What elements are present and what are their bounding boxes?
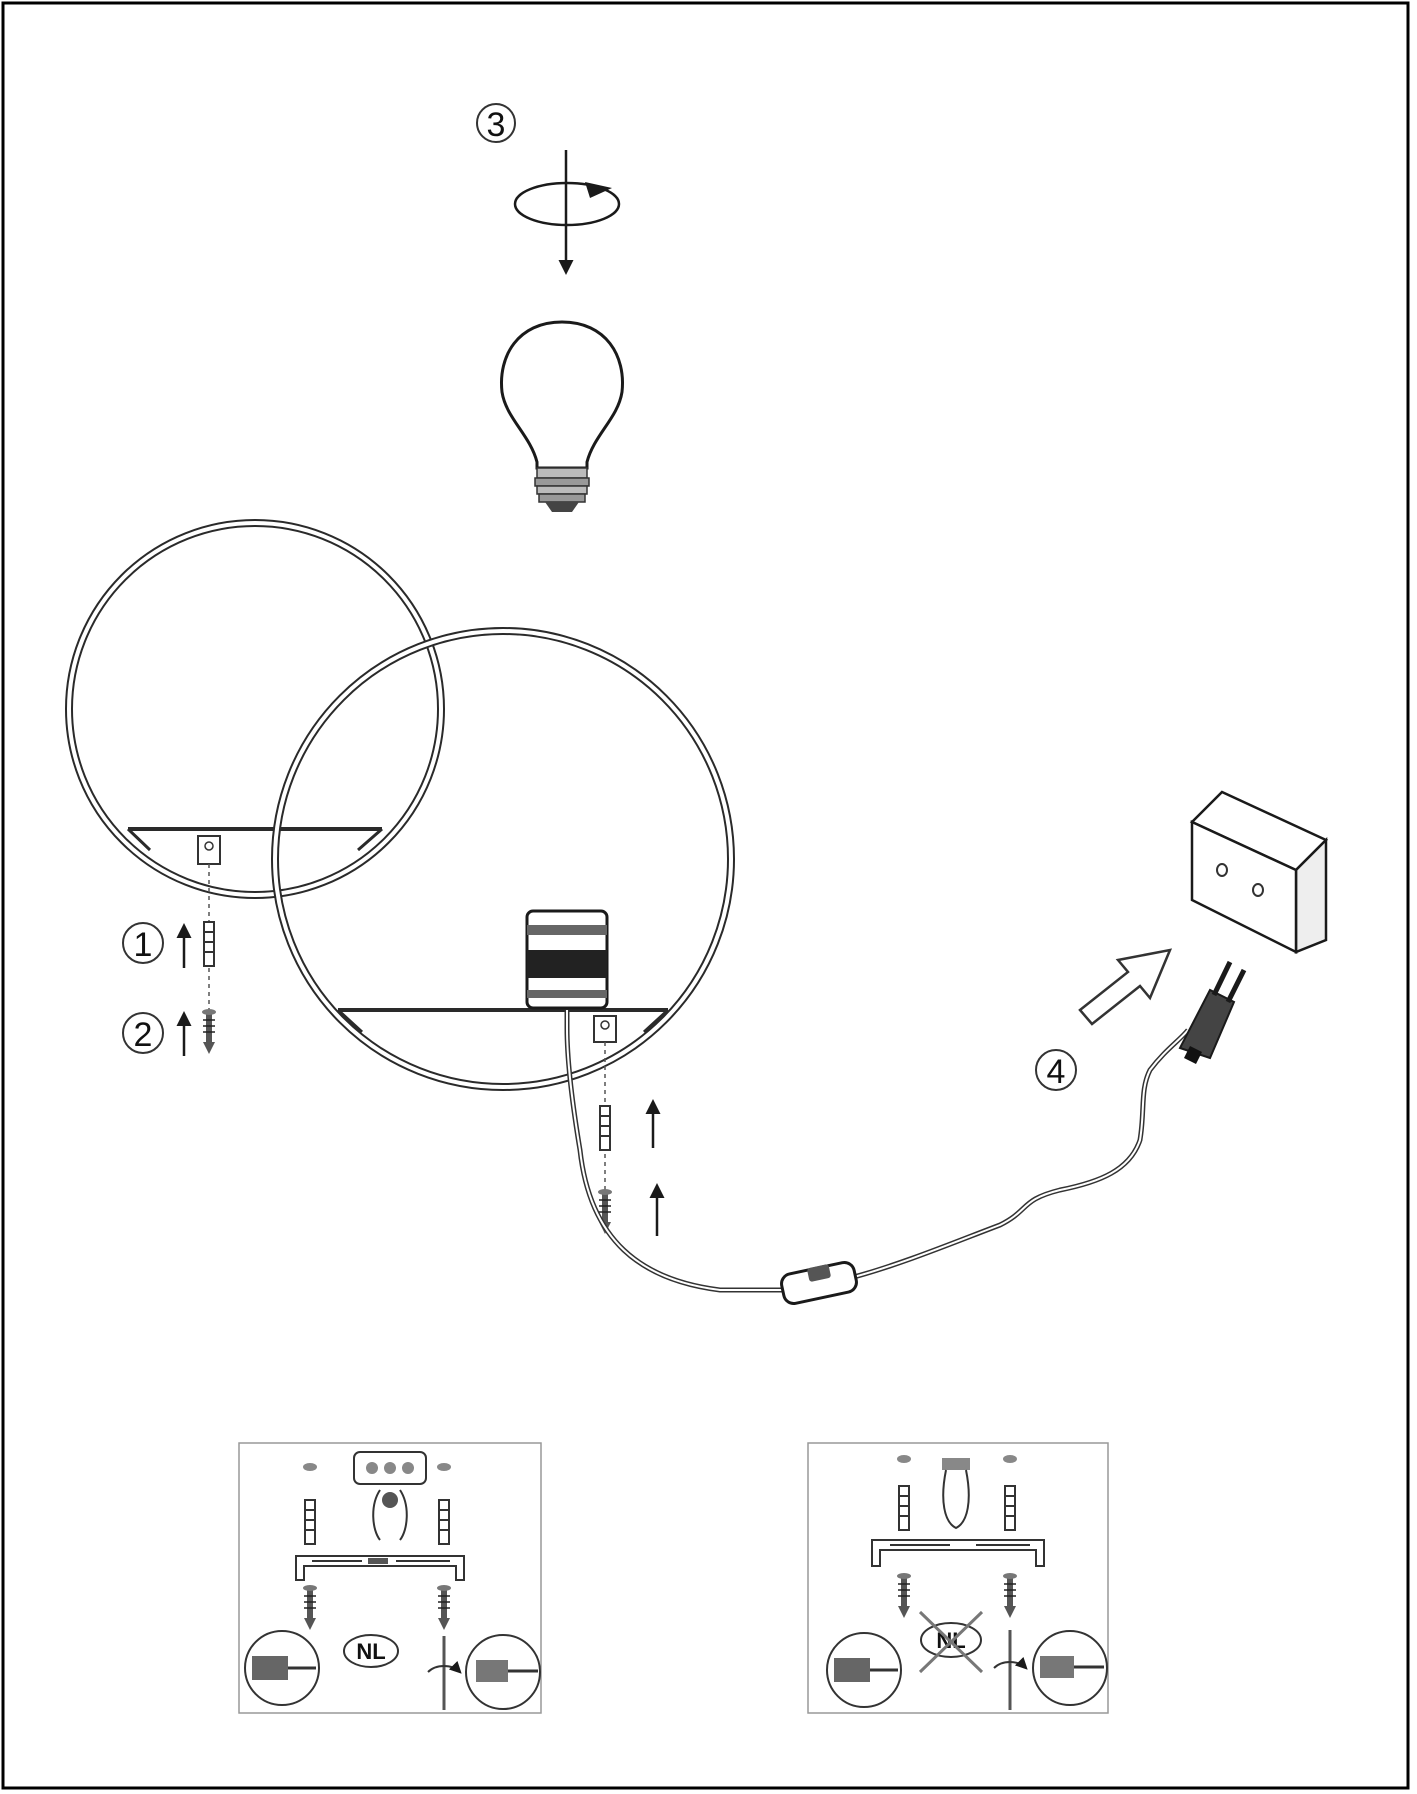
drill-detail-right [427, 1634, 541, 1710]
step-2-group: 2 [122, 1008, 217, 1056]
inset-left: NL [238, 1442, 542, 1714]
power-cord [564, 1010, 1190, 1306]
nl-badge-text: NL [356, 1639, 385, 1664]
wall-anchor-icon [898, 1485, 910, 1531]
step-2-badge [122, 1012, 164, 1054]
drill-detail-left [826, 1632, 902, 1708]
step-1-badge [122, 922, 164, 964]
screw-icon [201, 1008, 217, 1055]
step-3-group: 3 [476, 103, 624, 512]
drill-detail-left [244, 1630, 320, 1706]
nl-badge [343, 1634, 399, 1668]
cross-mark-icon [918, 1610, 984, 1674]
cord-switch-icon [780, 1260, 858, 1306]
mounting-bracket [871, 1539, 1045, 1567]
step-1-number: 1 [134, 926, 153, 964]
wall-anchor-icon [1004, 1485, 1016, 1531]
socket-icon [525, 909, 609, 1010]
main-ring-lamp [271, 627, 735, 1236]
junction-box-icon [353, 1451, 427, 1541]
step-3-badge [476, 103, 516, 143]
drill-detail-right [993, 1630, 1108, 1710]
step-4-badge [1035, 1049, 1077, 1091]
step-1-group: 1 [122, 921, 215, 968]
wall-anchor-icon [304, 1499, 316, 1545]
bulb-icon [500, 320, 624, 512]
step-2-number: 2 [134, 1016, 153, 1054]
rotate-arrow-icon [513, 150, 621, 275]
cable-clamp-icon [942, 1458, 970, 1530]
step-4-group: 4 [1035, 790, 1329, 1091]
step-3-number: 3 [487, 106, 506, 144]
inset-right: NL [807, 1442, 1109, 1714]
wall-anchor-icon [203, 921, 215, 967]
left-ring-lamp [65, 519, 445, 1050]
power-plug-icon [1178, 960, 1247, 1064]
wall-plug-icon [1189, 790, 1329, 955]
wall-anchor-icon [599, 1105, 611, 1151]
insert-arrow-icon [1078, 948, 1173, 1026]
step-4-number: 4 [1047, 1053, 1066, 1091]
wall-anchor-icon [438, 1499, 450, 1545]
